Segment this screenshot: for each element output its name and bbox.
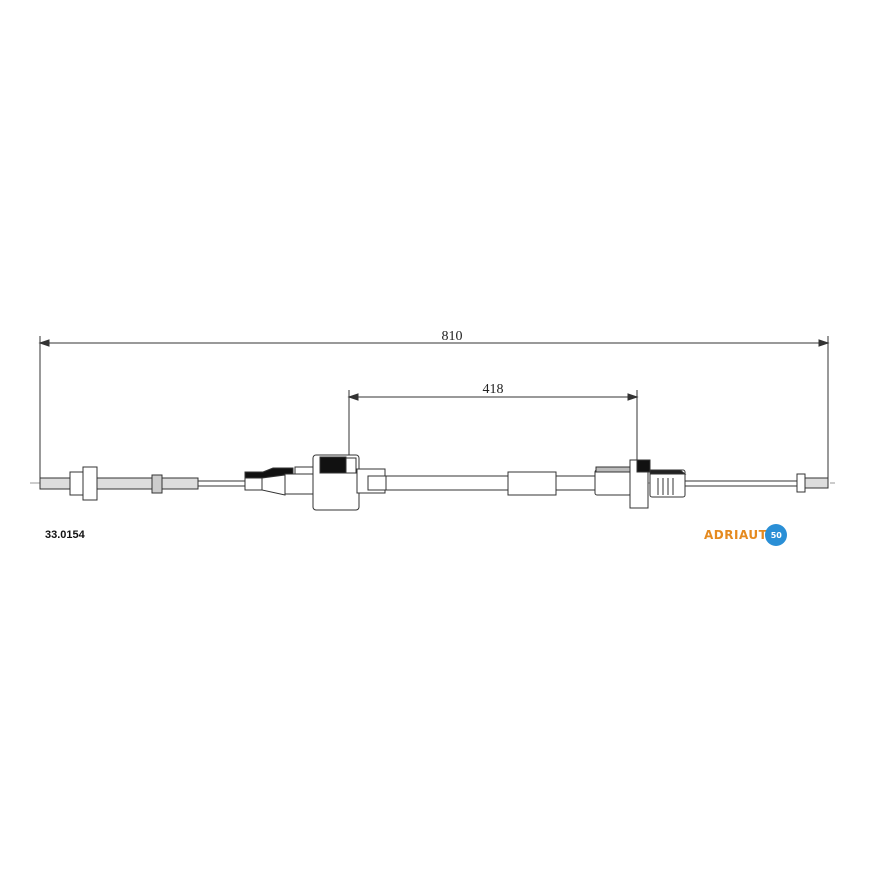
part-number-label: 33.0154 [45, 529, 85, 541]
left-adjuster [244, 454, 387, 511]
dimension-overall: 810 [38, 329, 830, 488]
brand-logo: ADRIAUT 50 [704, 524, 788, 546]
brand-badge-icon: 50 [765, 524, 788, 546]
brand-name: ADRIAUT [704, 528, 768, 542]
dimension-inner: 418 [347, 382, 639, 461]
right-wire-end [684, 473, 829, 493]
middle-tube [385, 471, 597, 496]
dimension-label-overall: 810 [442, 329, 463, 344]
right-adjuster [594, 459, 687, 509]
dimension-label-inner: 418 [483, 382, 504, 397]
left-threaded-end [39, 466, 246, 501]
